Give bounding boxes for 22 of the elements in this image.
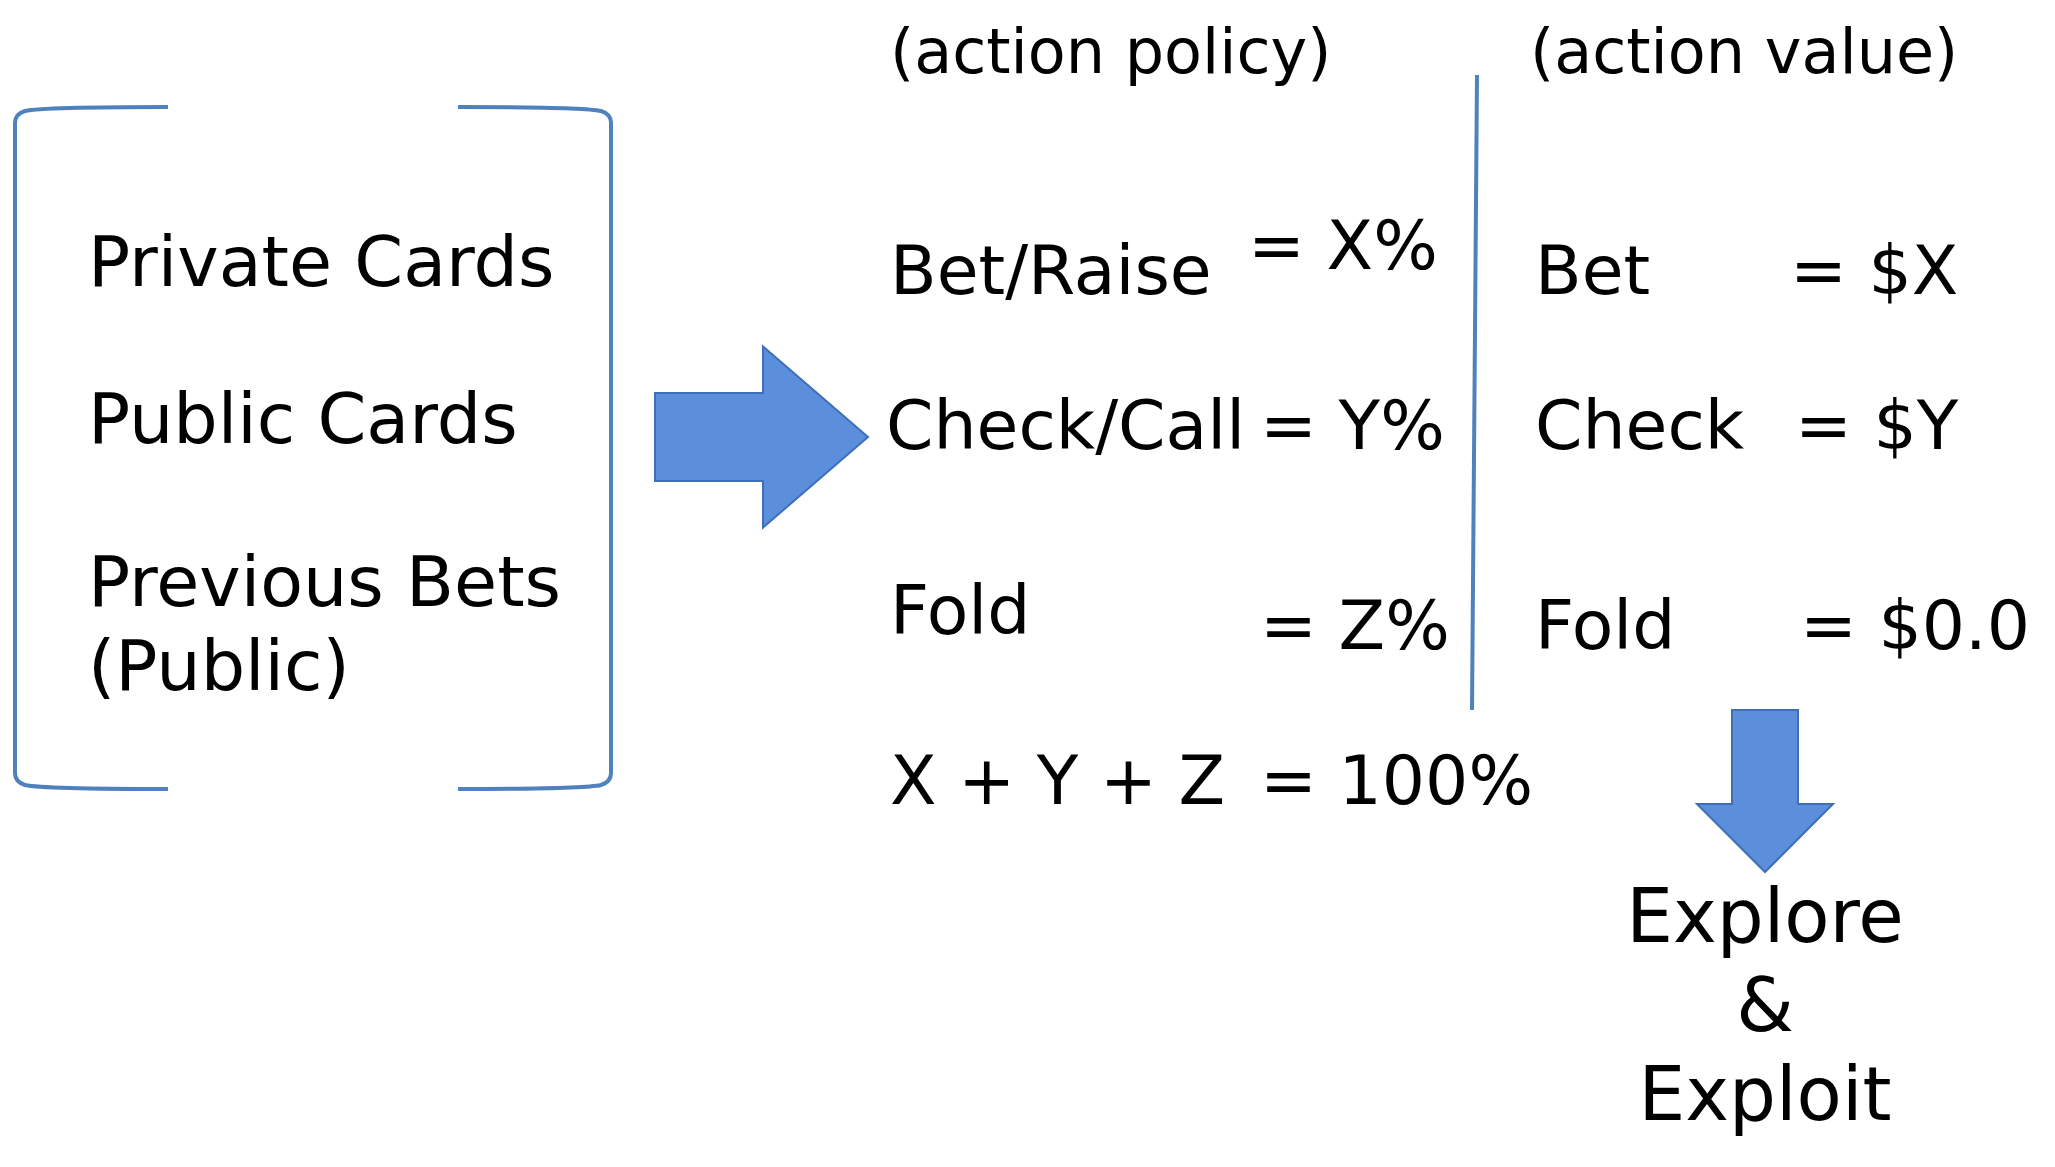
input-label: Public Cards [88, 377, 518, 461]
probability-value: = Y% [1260, 385, 1445, 467]
probability-value: = X% [1248, 205, 1438, 287]
action-name: Check [1535, 385, 1745, 467]
column-heading: (action value) [1530, 15, 1959, 90]
input-label: Previous Bets (Public) [88, 540, 563, 708]
action-name: Fold [1535, 585, 1676, 667]
probability-value: = Z% [1260, 585, 1450, 667]
input-label: Private Cards [88, 220, 555, 304]
value-amount: = $Y [1795, 385, 1959, 467]
block-arrow [654, 344, 870, 530]
action-name: Bet/Raise [890, 230, 1212, 312]
value-amount: = $0.0 [1800, 585, 2030, 667]
result-label: Explore & Exploit [1625, 872, 1905, 1139]
value-amount: = $X [1790, 230, 1959, 312]
block-arrow [1694, 709, 1836, 874]
action-name: Check/Call [886, 385, 1246, 467]
equation-text: X + Y + Z [890, 740, 1226, 822]
action-name: Bet [1535, 230, 1651, 312]
column-heading: (action policy) [890, 15, 1332, 90]
probability-value: = 100% [1260, 740, 1533, 822]
action-name: Fold [890, 570, 1031, 652]
